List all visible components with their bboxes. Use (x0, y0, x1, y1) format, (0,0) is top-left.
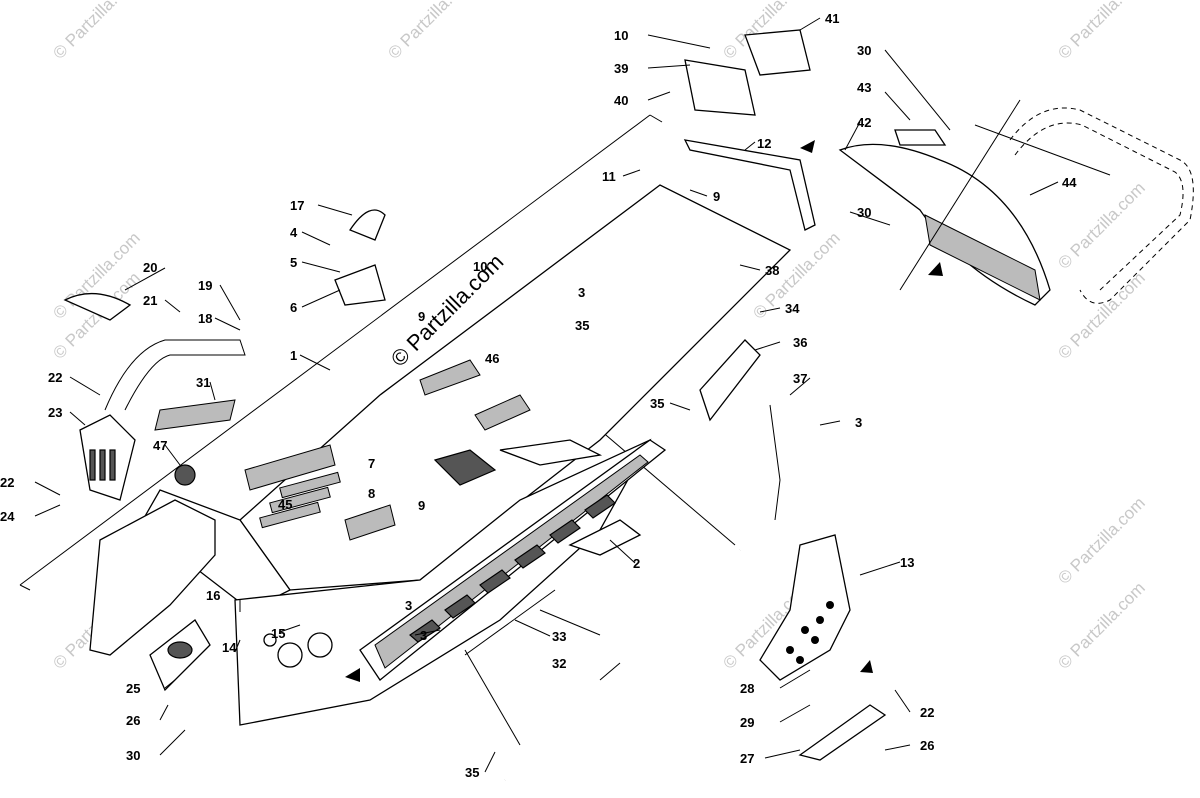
callout-28: 28 (740, 681, 754, 696)
watermark: © Partzilla.com (384, 0, 478, 63)
callout-26: 26 (920, 738, 934, 753)
callout-13: 13 (900, 555, 914, 570)
callout-14: 14 (222, 640, 237, 655)
callout-3: 3 (420, 628, 427, 643)
callout-22: 22 (0, 475, 14, 490)
callout-34: 34 (785, 301, 800, 316)
callout-labels: 1 2 3 3 3 3 4 5 6 7 8 9 9 9 9 10 10 11 1… (0, 11, 1077, 780)
callout-23: 23 (48, 405, 62, 420)
callout-17: 17 (290, 198, 304, 213)
callout-20: 20 (143, 260, 157, 275)
callout-35: 35 (575, 318, 589, 333)
callout-30: 30 (126, 748, 140, 763)
callout-4: 4 (290, 225, 298, 240)
callout-7: 7 (368, 456, 375, 471)
callout-3: 3 (578, 285, 585, 300)
callout-30: 30 (857, 43, 871, 58)
callout-35: 35 (465, 765, 479, 780)
callout-42: 42 (857, 115, 871, 130)
callout-27: 27 (740, 751, 754, 766)
callout-31: 31 (196, 375, 210, 390)
callout-30: 30 (857, 205, 871, 220)
callout-21: 21 (143, 293, 157, 308)
callout-6: 6 (290, 300, 297, 315)
watermark: © Partzilla.com (1054, 178, 1148, 272)
callout-22: 22 (920, 705, 934, 720)
callout-33: 33 (552, 629, 566, 644)
callout-37: 37 (793, 371, 807, 386)
callout-3: 3 (405, 598, 412, 613)
callout-22: 22 (48, 370, 62, 385)
callout-39: 39 (614, 61, 628, 76)
callout-11: 11 (602, 169, 616, 184)
callout-40: 40 (614, 93, 628, 108)
callout-24: 24 (0, 509, 15, 524)
tunnel-chassis (89, 184, 792, 726)
callout-10: 10 (473, 259, 487, 274)
callout-41: 41 (825, 11, 839, 26)
callout-9: 9 (418, 498, 425, 513)
watermark: © Partzilla.com (1054, 493, 1148, 587)
callout-36: 36 (793, 335, 807, 350)
callout-15: 15 (271, 626, 285, 641)
callout-18: 18 (198, 311, 212, 326)
callout-8: 8 (368, 486, 375, 501)
callout-46: 46 (485, 351, 499, 366)
callout-19: 19 (198, 278, 212, 293)
callout-43: 43 (857, 80, 871, 95)
watermark: © Partzilla.com (1054, 268, 1148, 362)
callout-32: 32 (552, 656, 566, 671)
callout-26: 26 (126, 713, 140, 728)
watermark: © Partzilla.com (1054, 0, 1148, 63)
callout-12: 12 (757, 136, 771, 151)
watermark: © Partzilla.com (1054, 578, 1148, 672)
callout-9: 9 (713, 189, 720, 204)
assembly-reference-lines (19, 114, 736, 746)
callout-2: 2 (633, 556, 640, 571)
arrow-markers (345, 140, 943, 682)
callout-44: 44 (1062, 175, 1077, 190)
callout-10: 10 (614, 28, 628, 43)
leader-lines (34, 17, 1059, 773)
callout-35: 35 (650, 396, 664, 411)
misc-parts (63, 29, 1194, 782)
callout-16: 16 (206, 588, 220, 603)
watermark: © Partzilla.com (49, 0, 143, 63)
callout-45: 45 (278, 497, 292, 512)
callout-47: 47 (153, 438, 167, 453)
callout-38: 38 (765, 263, 779, 278)
callout-25: 25 (126, 681, 140, 696)
callout-29: 29 (740, 715, 754, 730)
callout-9: 9 (418, 309, 425, 324)
callout-3: 3 (855, 415, 862, 430)
callout-1: 1 (290, 348, 297, 363)
callout-5: 5 (290, 255, 297, 270)
